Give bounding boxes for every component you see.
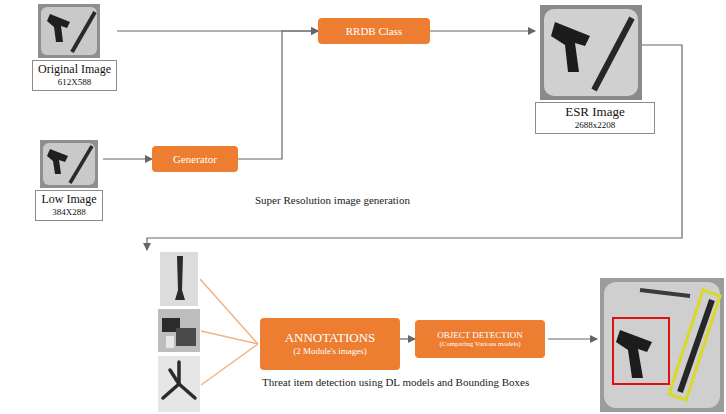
item-image	[158, 356, 200, 412]
process-box: Generator	[152, 146, 238, 172]
xray-thumbnail	[40, 140, 98, 188]
box-subtitle: 2688x2208	[540, 120, 650, 130]
flow-line	[147, 45, 682, 250]
fan-line	[200, 279, 258, 385]
box-subtitle: 612X588	[37, 77, 112, 87]
image-label: ESR Image2688x2208	[535, 5, 655, 134]
box-subtitle: 384X288	[40, 207, 98, 217]
section-caption: Threat item detection using DL models an…	[262, 376, 529, 388]
box-title: Original Image	[37, 63, 112, 77]
box-title: ANNOTATIONS	[285, 331, 376, 346]
box-title: ESR Image	[540, 105, 650, 120]
box-title: Low Image	[40, 193, 98, 207]
box-title: RRDB Class	[346, 25, 403, 38]
image-label: Low Image384X288	[35, 140, 103, 221]
detection-result-image	[600, 278, 724, 412]
item-image	[160, 252, 198, 306]
process-box: OBJECT DETECTION(Comparing Various model…	[415, 320, 545, 358]
xray-thumbnail	[540, 5, 642, 100]
section-caption: Super Resolution image generation	[255, 194, 410, 206]
caption-box: Low Image384X288	[35, 190, 103, 221]
box-title: Generator	[173, 153, 217, 166]
caption-box: Original Image612X588	[32, 60, 117, 91]
item-image	[158, 309, 200, 352]
flow-arrow	[400, 338, 415, 339]
flow-arrow	[238, 31, 318, 159]
process-box: ANNOTATIONS(2 Module's images)	[260, 318, 400, 370]
xray-thumbnail	[38, 4, 100, 58]
box-subtitle: (Comparing Various models)	[439, 340, 520, 348]
box-title: OBJECT DETECTION	[437, 330, 523, 340]
box-subtitle: (2 Module's images)	[293, 346, 367, 356]
process-box: RRDB Class	[318, 18, 430, 44]
flow-arrow	[430, 30, 535, 31]
caption-box: ESR Image2688x2208	[535, 102, 655, 134]
flow-line	[548, 338, 597, 339]
image-label: Original Image612X588	[32, 4, 117, 91]
flow-arrow	[103, 158, 152, 159]
